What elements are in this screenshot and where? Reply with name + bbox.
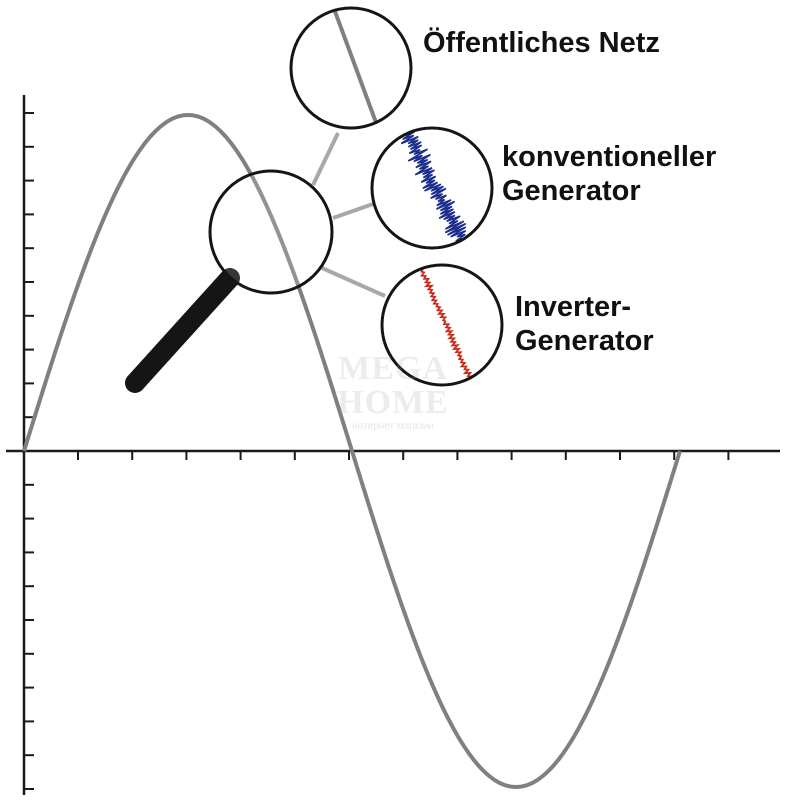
magnifier-handle <box>125 268 240 393</box>
label-inverter-generator: Inverter- Generator <box>515 290 654 358</box>
label-conventional-generator: konventioneller Generator <box>502 140 716 208</box>
connector-public-grid <box>311 132 340 186</box>
connector-inverter <box>321 266 386 298</box>
watermark-logo: MEGA HOME интернет магазин <box>318 352 468 442</box>
label-inverter-line-1: Inverter- <box>515 291 632 323</box>
zoom-circle-inverter-generator <box>380 263 504 387</box>
public-grid-wave <box>331 8 380 128</box>
connector-conventional <box>332 202 374 220</box>
inverter-generator-wave <box>416 265 476 385</box>
zoom-circle-public-grid <box>289 6 413 130</box>
label-conventional-line-2: Generator <box>502 175 641 207</box>
x-axis-ticks <box>77 451 730 460</box>
magnifier-lens <box>208 169 334 295</box>
sine-wave <box>22 112 682 790</box>
magnifying-glass-icon <box>125 169 334 393</box>
label-conventional-line-1: konventioneller <box>502 141 717 173</box>
connector-lines <box>311 132 386 298</box>
watermark-subtitle: интернет магазин <box>352 421 434 432</box>
label-public-grid-text: Öffentliches Netz <box>423 27 660 59</box>
conventional-generator-wave <box>395 128 472 248</box>
y-axis-ticks <box>24 112 34 790</box>
label-public-grid: Öffentliches Netz <box>423 26 660 60</box>
watermark-line-2: HOME <box>337 384 449 421</box>
label-inverter-line-2: Generator <box>515 325 654 357</box>
watermark-line-1: MEGA <box>338 350 448 387</box>
zoom-circle-conventional-generator <box>370 126 494 250</box>
